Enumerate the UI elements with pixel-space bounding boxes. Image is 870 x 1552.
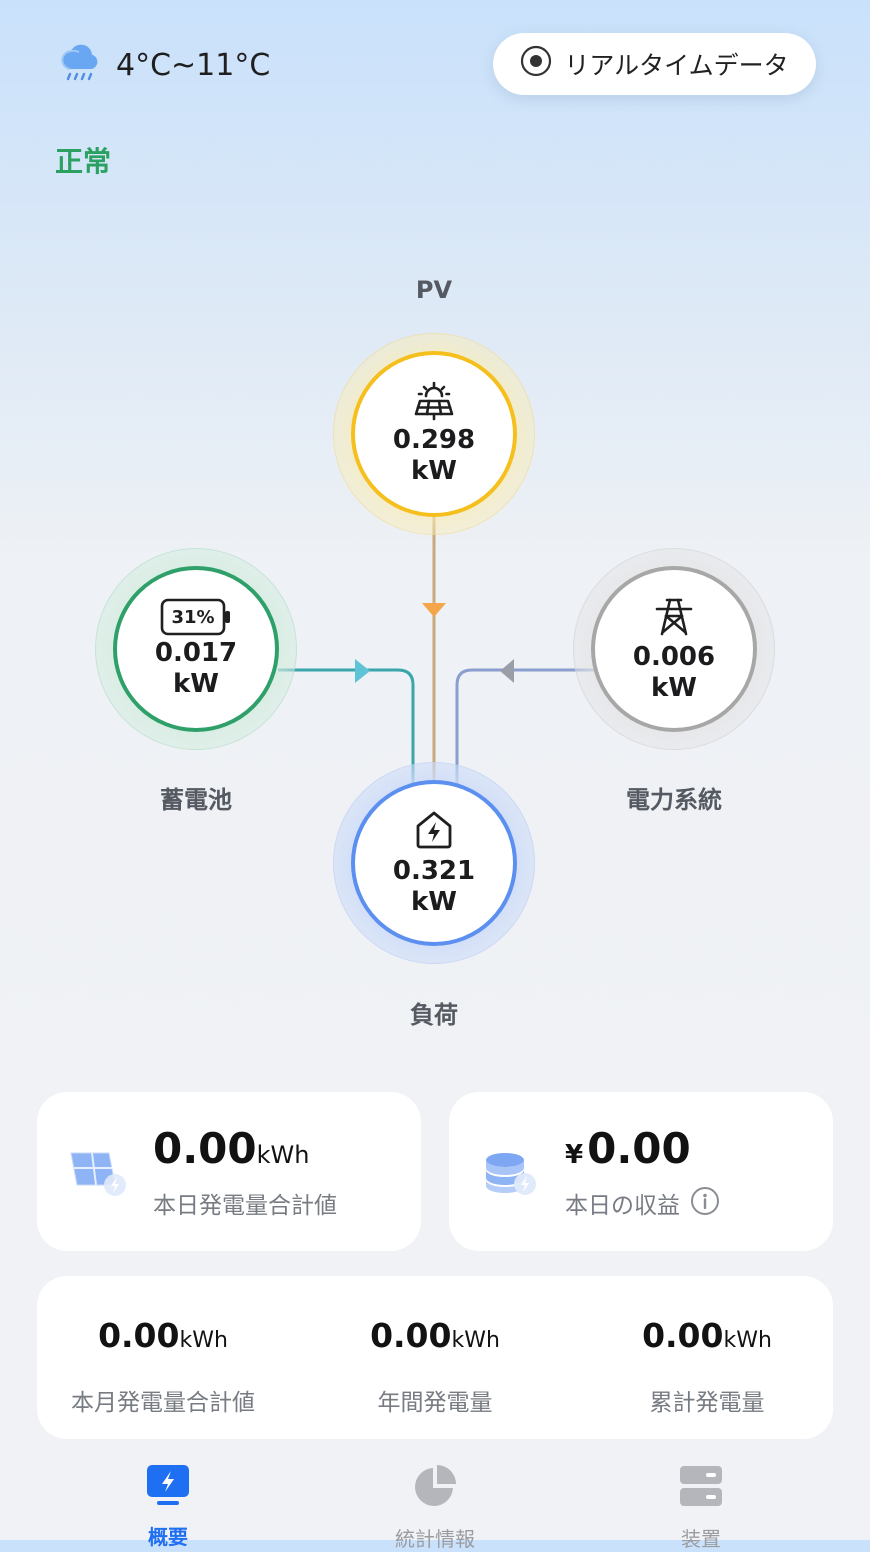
load-power-unit: kW (411, 887, 457, 917)
grid-node[interactable]: 0.006 kW (591, 566, 757, 732)
load-label: 負荷 (410, 1001, 458, 1029)
solar-panel-icon (412, 381, 456, 425)
battery-icon: 31% (160, 598, 232, 636)
grid-power-unit: kW (651, 673, 697, 703)
grid-label: 電力系統 (626, 786, 722, 814)
load-power-value: 0.321 (392, 856, 476, 886)
today-revenue-amount: ¥0.00 (565, 1124, 691, 1173)
today-revenue-label: 本日の収益 (565, 1193, 680, 1219)
pv-power-unit: kW (411, 456, 457, 486)
annual-generation-unit: kWh (451, 1328, 500, 1353)
pv-power-value: 0.298 (392, 425, 476, 455)
today-generation-label: 本日発電量合計値 (153, 1193, 337, 1219)
realtime-data-button[interactable]: リアルタイムデータ (493, 33, 816, 95)
weather-widget: 4°C~11°C (58, 40, 270, 90)
radio-dot-icon (520, 45, 552, 83)
today-revenue-card[interactable]: ¥0.00 本日の収益 (449, 1092, 833, 1251)
tab-device-label: 装置 (681, 1527, 721, 1551)
generation-stats-card: 0.00kWh 本月発電量合計値 0.00kWh 年間発電量 0.00kWh 累… (37, 1276, 833, 1439)
annual-generation-stat: 0.00kWh 年間発電量 (315, 1316, 555, 1417)
info-icon[interactable] (690, 1186, 720, 1220)
battery-flow-arrow (355, 659, 370, 683)
temperature-range: 4°C~11°C (116, 47, 271, 83)
today-generation-card[interactable]: 0.00kWh 本日発電量合計値 (37, 1092, 421, 1251)
total-generation-unit: kWh (723, 1328, 772, 1353)
solar-panel-card-icon (67, 1147, 131, 1201)
tab-overview-label: 概要 (148, 1525, 188, 1549)
battery-percent: 31% (171, 606, 215, 628)
battery-power-unit: kW (173, 669, 219, 699)
total-generation-value: 0.00 (642, 1316, 724, 1355)
battery-power-value: 0.017 (154, 638, 238, 668)
pie-chart-icon (412, 1463, 458, 1513)
battery-node[interactable]: 31% 0.017 kW (113, 566, 279, 732)
load-node[interactable]: 0.321 kW (351, 780, 517, 946)
tab-overview[interactable]: 概要 (78, 1463, 258, 1550)
coins-stack-icon (483, 1150, 541, 1204)
annual-generation-label: 年間発電量 (377, 1390, 493, 1416)
grid-to-load-line (455, 668, 594, 785)
annual-generation-value: 0.00 (370, 1316, 452, 1355)
system-status: 正常 (55, 145, 112, 178)
grid-flow-arrow (500, 659, 514, 683)
cloud-rain-icon (58, 43, 102, 87)
home-power-icon (412, 808, 456, 856)
realtime-data-label: リアルタイムデータ (564, 51, 789, 80)
tab-device[interactable]: 装置 (611, 1463, 791, 1552)
tab-statistics[interactable]: 統計情報 (345, 1463, 525, 1552)
total-generation-label: 累計発電量 (649, 1390, 765, 1416)
grid-power-value: 0.006 (632, 642, 716, 672)
today-generation-amount: 0.00kWh (153, 1124, 309, 1173)
battery-to-load-line (278, 668, 415, 785)
battery-label: 蓄電池 (160, 786, 232, 814)
today-revenue-value: 0.00 (587, 1124, 691, 1173)
today-revenue-label-row: 本日の収益 (565, 1186, 720, 1220)
pv-node[interactable]: 0.298 kW (351, 351, 517, 517)
today-generation-value: 0.00 (153, 1124, 257, 1173)
pv-flow-arrow (422, 603, 446, 617)
monthly-generation-unit: kWh (179, 1328, 228, 1353)
overview-icon (145, 1463, 191, 1511)
power-tower-icon (652, 594, 696, 642)
monthly-generation-value: 0.00 (98, 1316, 180, 1355)
device-icon (678, 1463, 724, 1513)
tab-statistics-label: 統計情報 (395, 1527, 475, 1551)
currency-symbol: ¥ (565, 1140, 584, 1170)
today-generation-unit: kWh (256, 1141, 310, 1169)
total-generation-stat: 0.00kWh 累計発電量 (587, 1316, 827, 1417)
monthly-generation-label: 本月発電量合計値 (71, 1390, 255, 1416)
monthly-generation-stat: 0.00kWh 本月発電量合計値 (43, 1316, 283, 1417)
pv-label: PV (415, 276, 453, 304)
flow-connectors (278, 516, 594, 785)
